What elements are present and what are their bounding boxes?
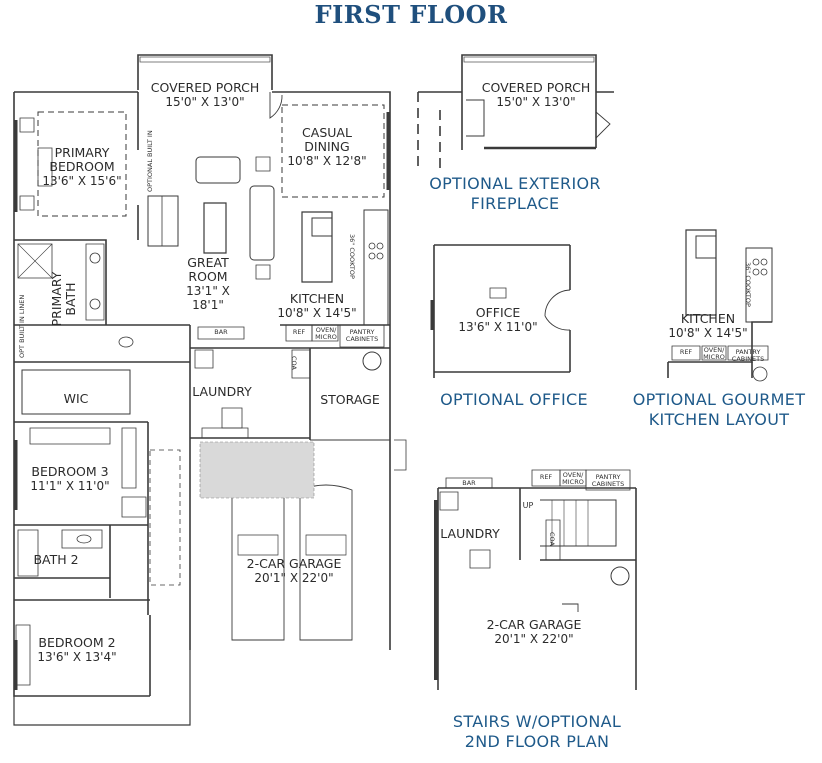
opt-porch-label: COVERED PORCH 15'0" X 13'0" <box>480 80 592 110</box>
room-dimensions: 10'8" X 12'8" <box>287 154 367 168</box>
sheet-title: FIRST FLOOR <box>314 0 508 29</box>
room-dimensions: 13'6" X 13'4" <box>37 650 117 664</box>
office-label: OFFICE 13'6" X 11'0" <box>450 305 546 335</box>
storage-label: STORAGE <box>312 393 388 407</box>
linen-note: OPT BUILT IN LINEN <box>18 294 26 358</box>
oven-micro-note: OVEN/ MICRO <box>315 326 337 341</box>
pantry-cabinets-note: PANTRY CABINETS <box>345 328 379 343</box>
stairs-coa-note: COA <box>548 532 556 546</box>
bath2-label: BATH 2 <box>26 553 86 567</box>
room-name: CASUAL DINING <box>302 125 352 154</box>
room-dimensions: 13'6" X 11'0" <box>458 320 538 334</box>
bedroom2-label: BEDROOM 2 13'6" X 13'4" <box>24 635 130 665</box>
room-name: GREAT ROOM <box>187 255 229 284</box>
primary-bedroom-label: PRIMARY BEDROOM 13'6" X 15'6" <box>34 145 130 189</box>
room-name: 2-CAR GARAGE <box>486 617 582 632</box>
gourmet-kitchen-label: KITCHEN 10'8" X 14'5" <box>660 311 756 341</box>
room-name: LAUNDRY <box>192 384 252 399</box>
room-name: STORAGE <box>320 392 380 407</box>
gourmet-ref-note: REF <box>679 348 693 356</box>
room-name: KITCHEN <box>680 311 736 326</box>
room-name: KITCHEN <box>289 291 345 306</box>
gourmet-oven-micro-note: OVEN/ MICRO <box>703 346 725 361</box>
room-dimensions: 11'1" X 11'0" <box>30 479 110 493</box>
stairs-garage-label: 2-CAR GARAGE 20'1" X 22'0" <box>466 617 602 647</box>
room-dimensions: 15'0" X 13'0" <box>165 95 245 109</box>
optional-exterior-fireplace-caption: OPTIONAL EXTERIOR FIREPLACE <box>429 174 601 213</box>
room-dimensions: 10'8" X 14'5" <box>277 306 357 320</box>
casual-dining-label: CASUAL DINING 10'8" X 12'8" <box>282 125 372 169</box>
primary-bath-label: PRIMARY BATH <box>49 264 78 334</box>
stairs-laundry-label: LAUNDRY <box>434 527 506 541</box>
stairs-pantry-note: PANTRY CABINETS <box>591 473 625 488</box>
room-dimensions: 10'8" X 14'5" <box>668 326 748 340</box>
kitchen-label: KITCHEN 10'8" X 14'5" <box>274 291 360 321</box>
cooktop-note: 36" COOKTOP <box>348 234 356 279</box>
ref-note: REF <box>292 328 306 336</box>
room-name: BEDROOM 2 <box>38 635 116 650</box>
main-plan-walls <box>14 55 406 725</box>
laundry-label: LAUNDRY <box>184 385 260 399</box>
room-name: PRIMARY BEDROOM <box>49 145 115 174</box>
optional-built-in-note: OPTIONAL BUILT IN <box>146 130 154 192</box>
stairs-bar-note: BAR <box>462 479 476 487</box>
room-name: LAUNDRY <box>440 526 500 541</box>
room-name: OFFICE <box>475 305 521 320</box>
stairs-drawing <box>434 470 636 690</box>
gourmet-cooktop-note: 36" COOKTOP <box>744 262 752 307</box>
room-name: COVERED PORCH <box>150 80 260 95</box>
stairs-up-note: UP <box>522 501 534 510</box>
exterior-fireplace-drawing <box>418 55 614 168</box>
stairs-oven-micro-note: OVEN/ MICRO <box>562 471 584 486</box>
coa-note: COA <box>290 356 298 370</box>
garage-label: 2-CAR GARAGE 20'1" X 22'0" <box>226 556 362 586</box>
garage-entry-landing <box>200 442 314 498</box>
bedroom3-label: BEDROOM 3 11'1" X 11'0" <box>20 464 120 494</box>
room-name: COVERED PORCH <box>481 80 591 95</box>
optional-gourmet-kitchen-caption: OPTIONAL GOURMET KITCHEN LAYOUT <box>632 390 806 429</box>
wic-label: WIC <box>40 392 112 406</box>
room-dimensions: 15'0" X 13'0" <box>496 95 576 109</box>
gourmet-pantry-note: PANTRY CABINETS <box>731 348 765 363</box>
bar-note: BAR <box>214 328 228 336</box>
optional-office-caption: OPTIONAL OFFICE <box>440 390 588 409</box>
office-drawing <box>432 245 570 378</box>
room-dimensions: 13'1" X 18'1" <box>186 284 230 312</box>
stairs-ref-note: REF <box>539 473 553 481</box>
stairs-optional-2nd-floor-caption: STAIRS W/OPTIONAL 2ND FLOOR PLAN <box>452 712 622 751</box>
room-name: BEDROOM 3 <box>31 464 109 479</box>
room-name: PRIMARY BATH <box>49 271 78 327</box>
room-dimensions: 13'6" X 15'6" <box>42 174 122 188</box>
room-dimensions: 20'1" X 22'0" <box>254 571 334 585</box>
room-name: BATH 2 <box>33 552 79 567</box>
room-name: 2-CAR GARAGE <box>246 556 342 571</box>
great-room-label: GREAT ROOM 13'1" X 18'1" <box>170 255 246 313</box>
room-dimensions: 20'1" X 22'0" <box>494 632 574 646</box>
room-name: WIC <box>63 391 89 406</box>
covered-porch-label: COVERED PORCH 15'0" X 13'0" <box>150 80 260 110</box>
gourmet-kitchen-drawing <box>668 230 772 381</box>
